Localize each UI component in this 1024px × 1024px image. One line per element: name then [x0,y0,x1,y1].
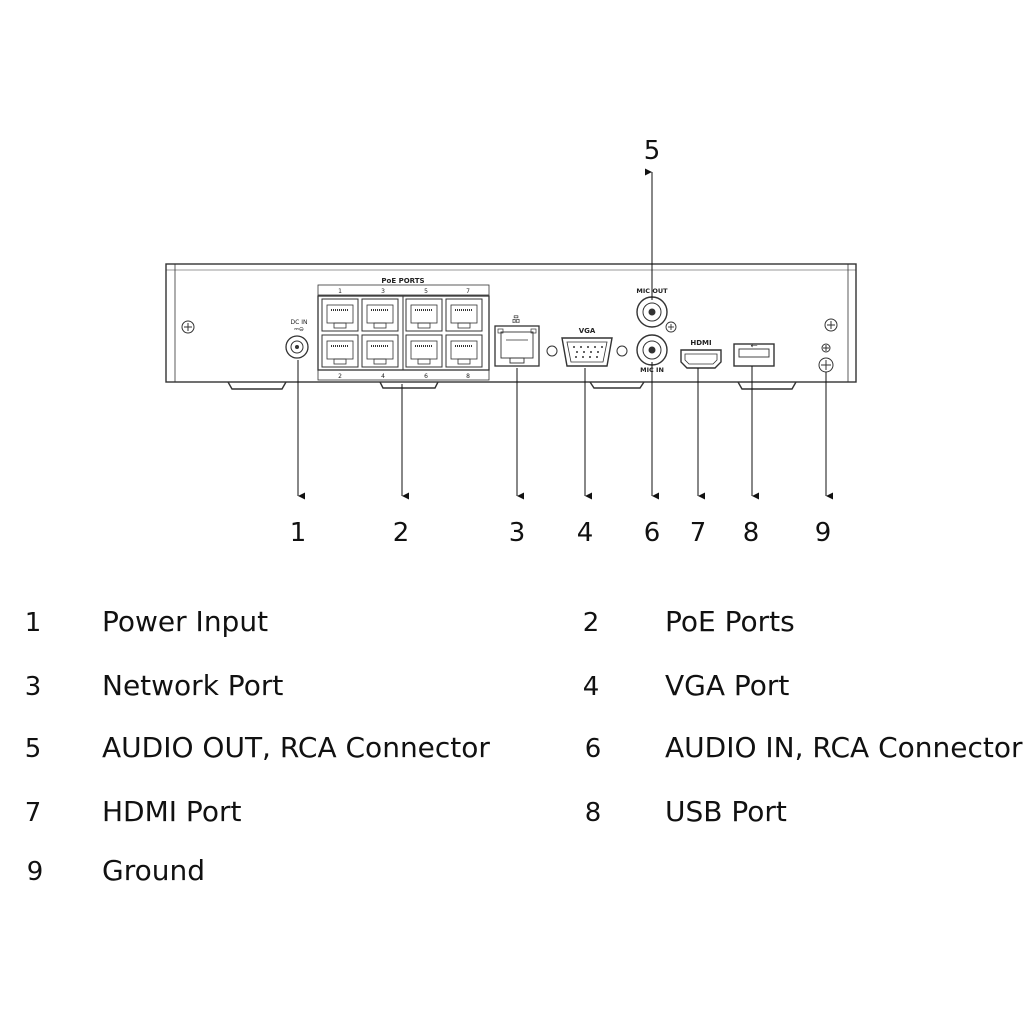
legend-number: 5 [24,734,42,764]
hdmi-port: HDMI [680,339,722,369]
poe-rj45-port [405,334,443,368]
poe-rj45-port [321,334,359,368]
poe-rj45-port [445,298,483,332]
legend-number: 7 [24,798,42,828]
callout-number-5: 5 [643,136,661,166]
legend-number: 6 [584,734,602,764]
poe-rj45-port [445,334,483,368]
callout-number-4: 4 [576,518,594,548]
network-port: 品 [494,315,540,367]
legend-label: Network Port [102,669,284,702]
legend-label: Power Input [102,605,269,638]
callout-number-1: 1 [289,518,307,548]
poe-port-number: 5 [424,288,428,295]
chassis [165,263,857,390]
nvr-rear-panel-diagram: DC IN ⎓⊖ PoE PORTS 1 3 5 7 2 4 6 8 品 [165,136,857,548]
legend-number: 9 [26,857,44,887]
callout-number-2: 2 [392,518,410,548]
legend-number: 2 [582,608,600,638]
poe-port-number: 7 [466,288,470,295]
legend-label: HDMI Port [102,795,242,828]
legend-number: 3 [24,672,42,702]
audio-ground-screw-icon [665,321,677,333]
legend-label: AUDIO OUT, RCA Connector [102,731,490,764]
poe-port-number: 1 [338,288,342,295]
usb-port: ⭠ [733,341,775,367]
usb-icon: ⭠ [750,341,757,351]
legend-label: PoE Ports [665,605,795,638]
poe-ports-label: PoE PORTS [381,277,424,285]
callout-number-7: 7 [689,518,707,548]
svg-text:⎓⊖: ⎓⊖ [294,326,304,333]
poe-port-number: 8 [466,373,470,380]
poe-rj45-port [405,298,443,332]
legend-label: Ground [102,854,205,887]
ground-terminal [818,343,834,373]
vga-port: VGA [546,327,628,367]
dc-in-label: DC IN [291,319,308,326]
vga-label: VGA [579,327,596,335]
callout-number-3: 3 [508,518,526,548]
power-input-jack: DC IN ⎓⊖ [285,319,309,359]
legend-number: 4 [582,672,600,702]
poe-rj45-port [361,298,399,332]
svg-text:品: 品 [512,315,520,324]
legend-number: 1 [24,608,42,638]
poe-rj45-port [321,298,359,332]
poe-port-number: 4 [381,373,385,380]
poe-rj45-port [361,334,399,368]
poe-port-number: 2 [338,373,342,380]
screw-icon-right [824,318,838,332]
callout-number-9: 9 [814,518,832,548]
screw-icon-left [181,320,195,334]
poe-port-number: 6 [424,373,428,380]
legend-number: 8 [584,798,602,828]
rear-panel-drawing: DC IN ⎓⊖ PoE PORTS 1 3 5 7 2 4 6 8 品 [165,168,857,500]
hdmi-label: HDMI [690,339,711,347]
poe-port-number: 3 [381,288,385,295]
legend-label: USB Port [665,795,787,828]
poe-ports-block: PoE PORTS 1 3 5 7 2 4 6 8 [317,277,490,381]
callout-number-6: 6 [643,518,661,548]
callout-number-8: 8 [742,518,760,548]
legend-label: AUDIO IN, RCA Connector [665,731,1023,764]
legend-label: VGA Port [665,669,790,702]
